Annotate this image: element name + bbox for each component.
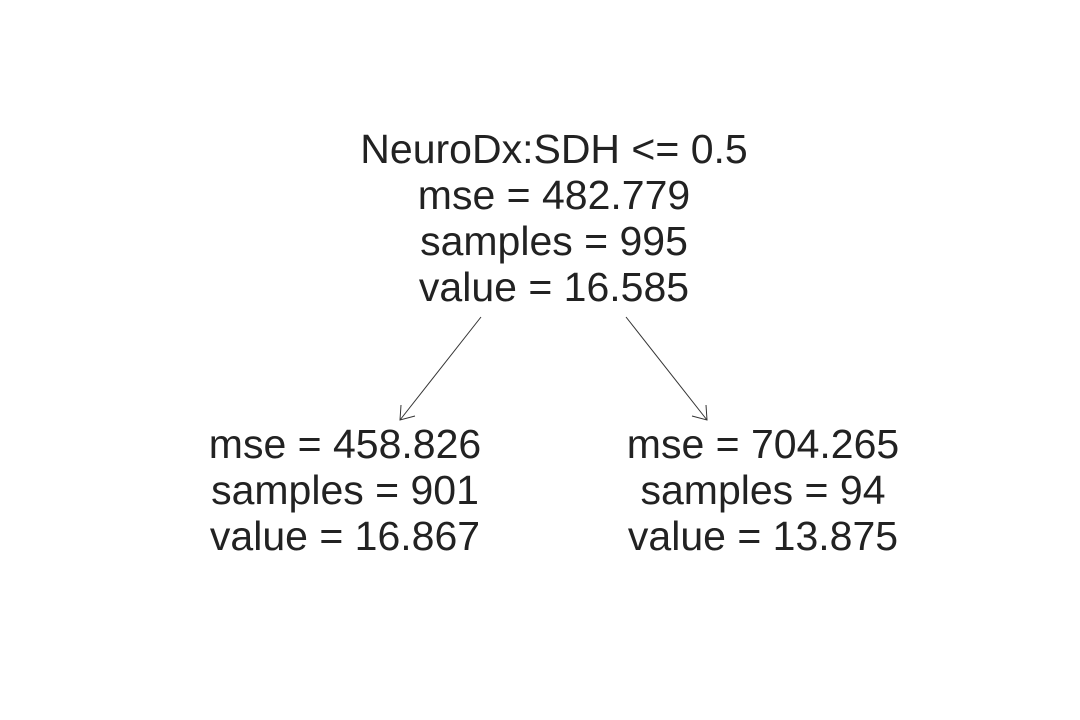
root-value: value = 16.585: [418, 264, 690, 310]
root-samples: samples = 995: [420, 218, 688, 264]
root-mse: mse = 482.779: [417, 172, 691, 218]
tree-node-root: NeuroDx:SDH <= 0.5 mse = 482.779 samples…: [360, 126, 747, 310]
left-samples: samples = 901: [211, 467, 479, 513]
arrowhead-right-icon: [691, 404, 708, 421]
edge-root-to-left: [399, 316, 482, 421]
tree-node-left-leaf: mse = 458.826 samples = 901 value = 16.8…: [209, 421, 481, 559]
right-mse: mse = 704.265: [626, 421, 900, 467]
root-split-condition: NeuroDx:SDH <= 0.5: [360, 126, 748, 172]
edge-root-to-right: [625, 316, 708, 421]
right-value: value = 13.875: [627, 513, 899, 559]
arrowhead-left-icon: [399, 404, 416, 421]
left-value: value = 16.867: [209, 513, 481, 559]
tree-node-right-leaf: mse = 704.265 samples = 94 value = 13.87…: [627, 421, 899, 559]
right-samples: samples = 94: [640, 467, 886, 513]
left-mse: mse = 458.826: [208, 421, 482, 467]
